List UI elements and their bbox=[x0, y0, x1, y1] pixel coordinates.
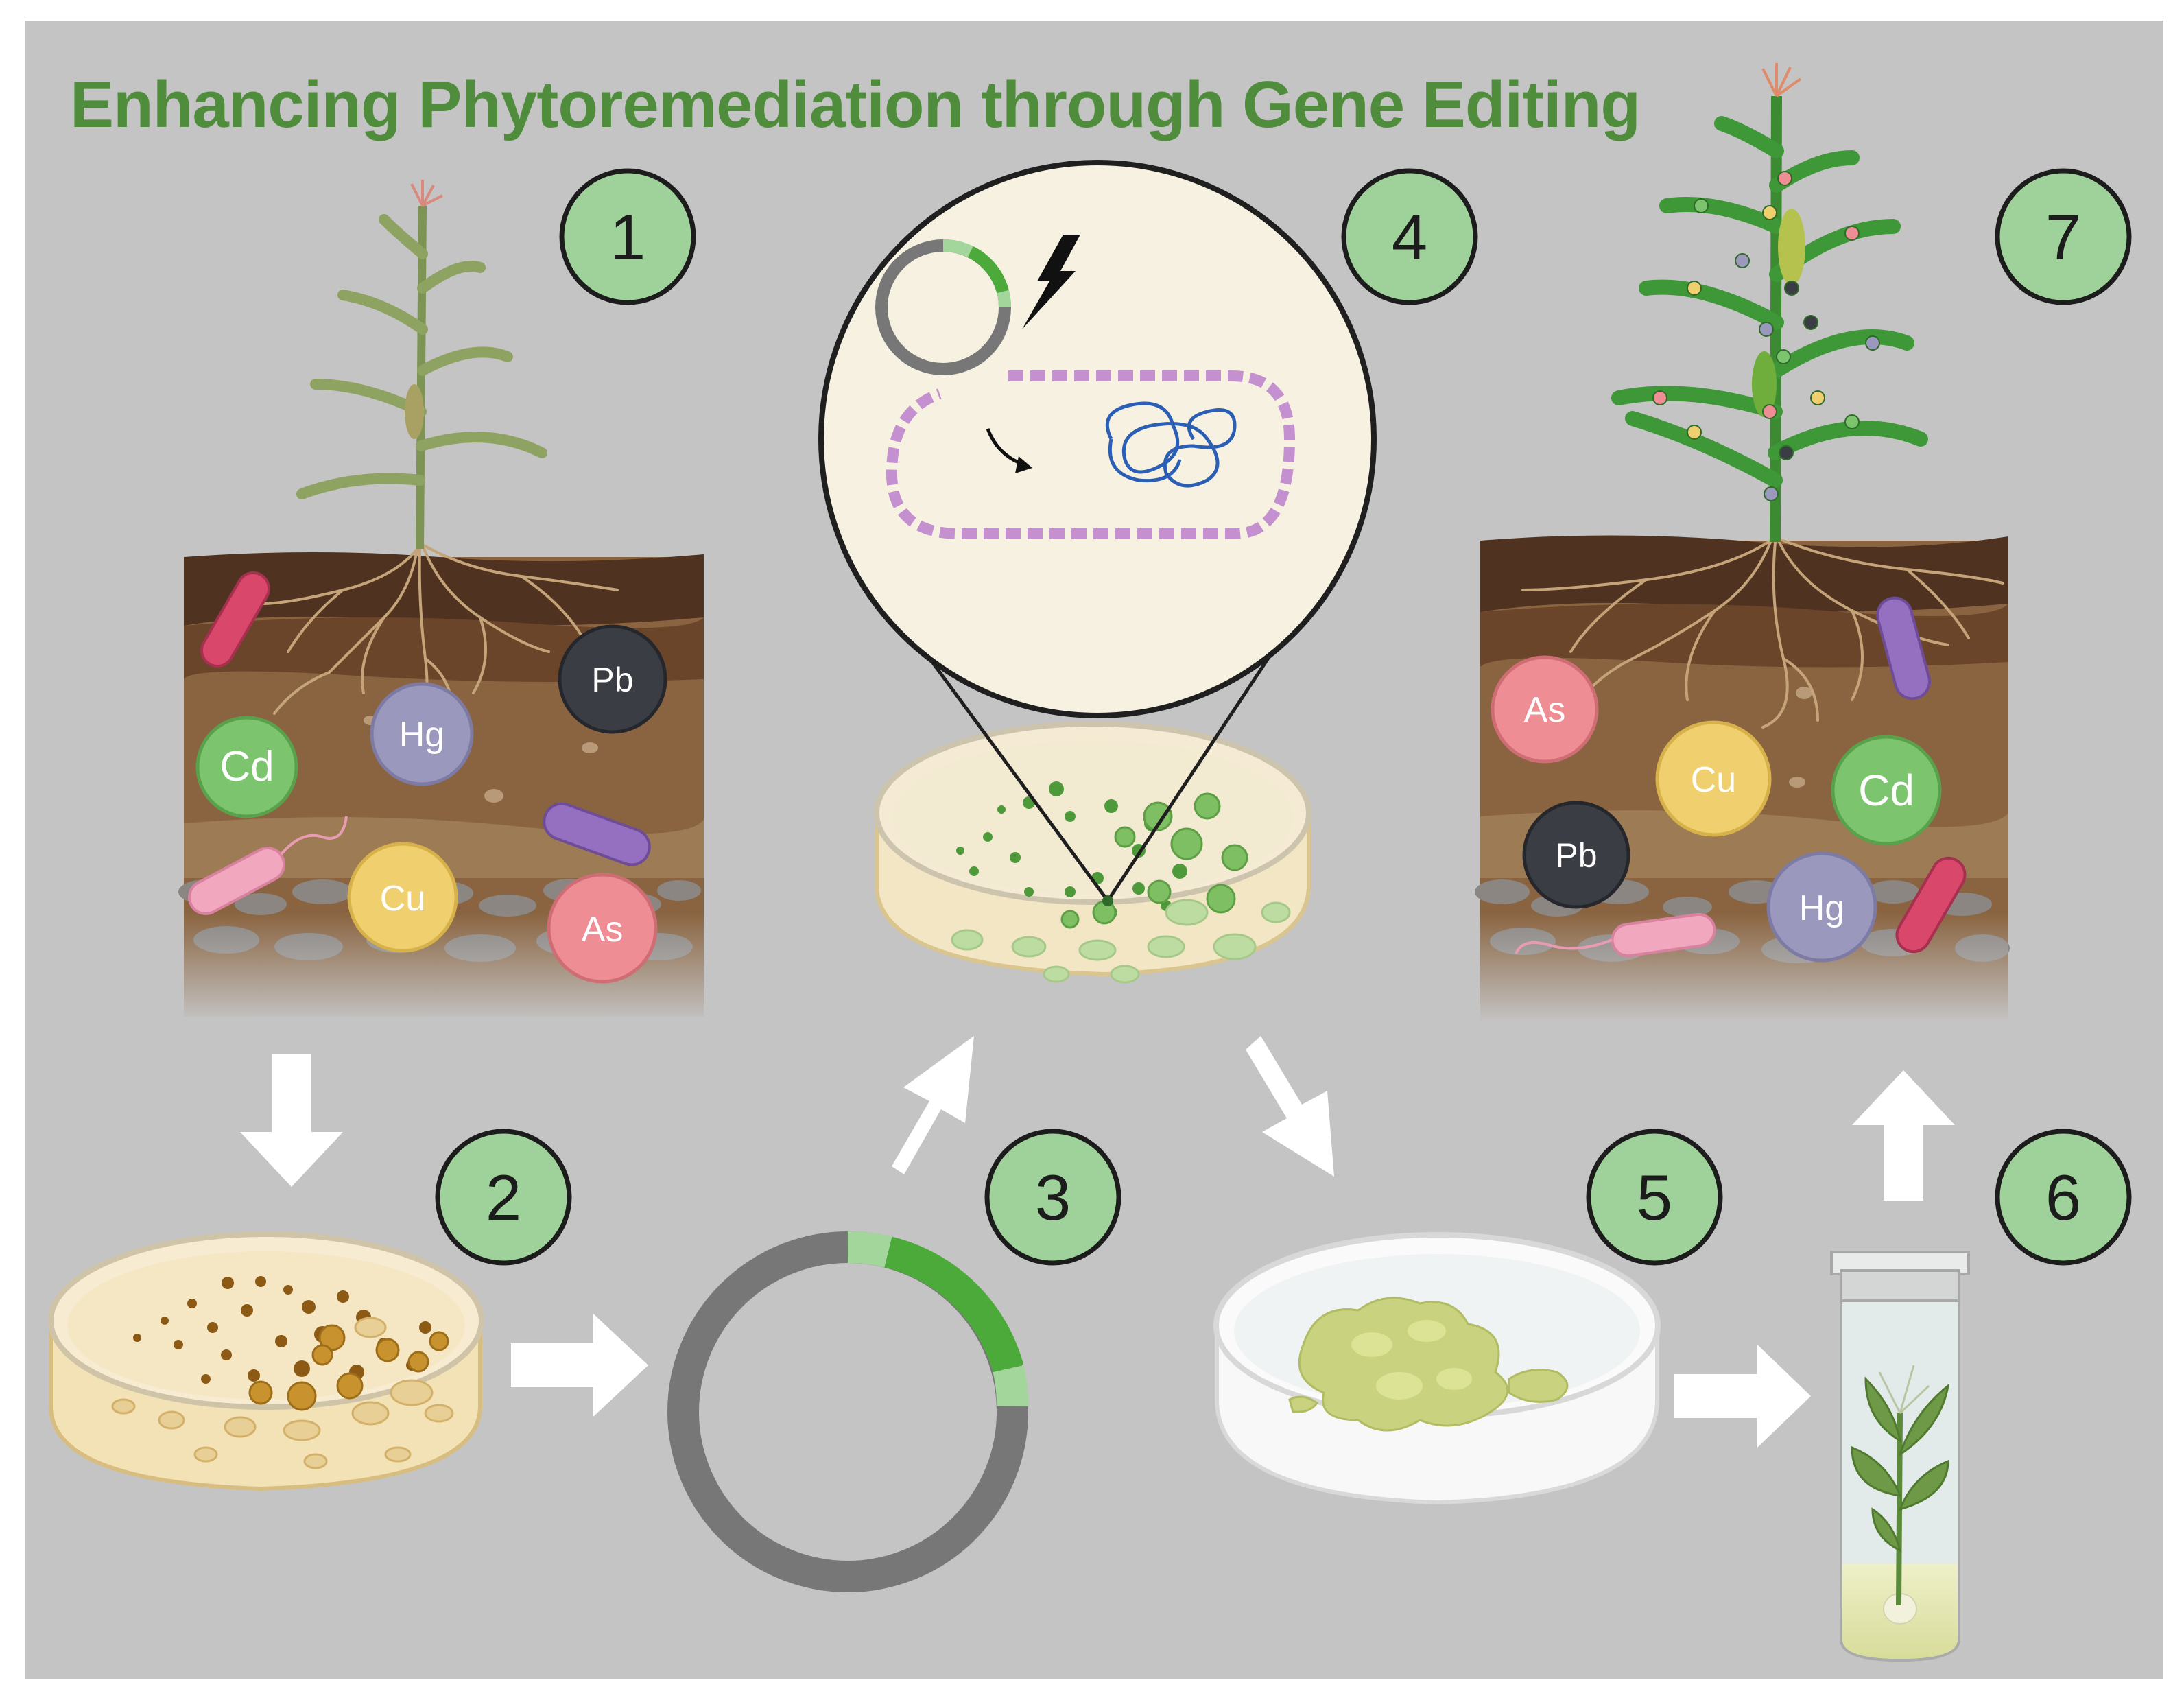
metal-ion-cd-right: Cd bbox=[1831, 735, 1942, 846]
metal-label: As bbox=[1524, 690, 1566, 730]
arrows bbox=[240, 1036, 1955, 1448]
step-number: 7 bbox=[2045, 201, 2081, 273]
petri-dish-callus bbox=[1213, 1232, 1661, 1505]
metal-label: Cd bbox=[219, 743, 274, 790]
metal-ion-hg-right: Hg bbox=[1766, 851, 1877, 963]
bacterium-purple bbox=[543, 802, 651, 866]
step-number: 2 bbox=[486, 1161, 521, 1233]
plasmid-small bbox=[875, 239, 1011, 375]
plant-callus bbox=[1288, 1297, 1569, 1432]
plant-roots-left bbox=[259, 541, 619, 722]
step-badge-7: 7 bbox=[1995, 168, 2132, 305]
step-number: 3 bbox=[1035, 1161, 1071, 1233]
metal-ion-pb-right: Pb bbox=[1522, 801, 1630, 909]
soil-block-contaminated bbox=[178, 552, 704, 1022]
step-badge-2: 2 bbox=[435, 1129, 572, 1266]
metal-ion-cu: Cu bbox=[347, 842, 458, 953]
arrow-2-to-3 bbox=[511, 1314, 648, 1417]
selected-colony bbox=[1102, 895, 1113, 906]
step-badge-4: 4 bbox=[1341, 168, 1478, 305]
plasmid-vector bbox=[667, 1231, 1028, 1592]
corn-plant-initial bbox=[296, 180, 547, 550]
step-badge-1: 1 bbox=[559, 168, 696, 305]
metal-label: Cd bbox=[1858, 766, 1914, 815]
arrow-5-to-6 bbox=[1674, 1345, 1811, 1448]
bacterium-purple-right bbox=[1876, 596, 1931, 700]
metal-ion-as-right: As bbox=[1491, 655, 1599, 764]
metal-ion-pb: Pb bbox=[558, 624, 667, 734]
plant-roots-right bbox=[1521, 534, 2004, 729]
metal-ion-as: As bbox=[547, 873, 658, 984]
bacterial-dna-strand bbox=[886, 370, 1296, 539]
metal-label: Hg bbox=[1799, 888, 1844, 928]
bacterium-pink bbox=[187, 816, 348, 915]
arrow-3-to-4 bbox=[892, 1036, 974, 1174]
bacterium-red-right bbox=[1895, 856, 1967, 954]
metal-label: Cu bbox=[1691, 760, 1736, 800]
lightning-icon bbox=[1022, 235, 1080, 329]
corn-plant-remediating bbox=[1611, 63, 1928, 543]
step-number: 1 bbox=[610, 201, 645, 273]
step-number: 4 bbox=[1392, 201, 1427, 273]
zoom-circle-transformation bbox=[818, 160, 1377, 718]
step-number: 5 bbox=[1637, 1161, 1672, 1233]
culture-tube-plantlet bbox=[1830, 1251, 1970, 1662]
bacterium-pink-right bbox=[1515, 912, 1716, 958]
petri-dish-transformed-colonies bbox=[874, 721, 1311, 984]
arrow-4-to-5 bbox=[1246, 1036, 1334, 1177]
step-badge-5: 5 bbox=[1586, 1129, 1723, 1266]
metal-label: Cu bbox=[380, 879, 425, 919]
step-badge-3: 3 bbox=[984, 1129, 1121, 1266]
metal-ion-cd: Cd bbox=[195, 716, 298, 818]
step-number: 6 bbox=[2045, 1161, 2081, 1233]
metal-label: Pb bbox=[1555, 836, 1597, 875]
metal-ion-hg: Hg bbox=[370, 682, 474, 786]
metal-label: Pb bbox=[591, 661, 633, 699]
chromosome-icon bbox=[1105, 401, 1237, 488]
metal-ion-cu-right: Cu bbox=[1655, 720, 1772, 837]
bacterium-red bbox=[200, 571, 270, 668]
arrow-1-to-2 bbox=[240, 1054, 343, 1187]
petri-dish-isolated-bacteria bbox=[48, 1231, 484, 1491]
step-badge-6: 6 bbox=[1995, 1129, 2132, 1266]
metal-label: As bbox=[582, 910, 624, 949]
zoom-callout-lines bbox=[900, 619, 1295, 902]
metal-label: Hg bbox=[399, 715, 444, 755]
figure-title: Enhancing Phytoremediation through Gene … bbox=[70, 68, 1641, 141]
arrow-6-to-7 bbox=[1852, 1070, 1955, 1201]
